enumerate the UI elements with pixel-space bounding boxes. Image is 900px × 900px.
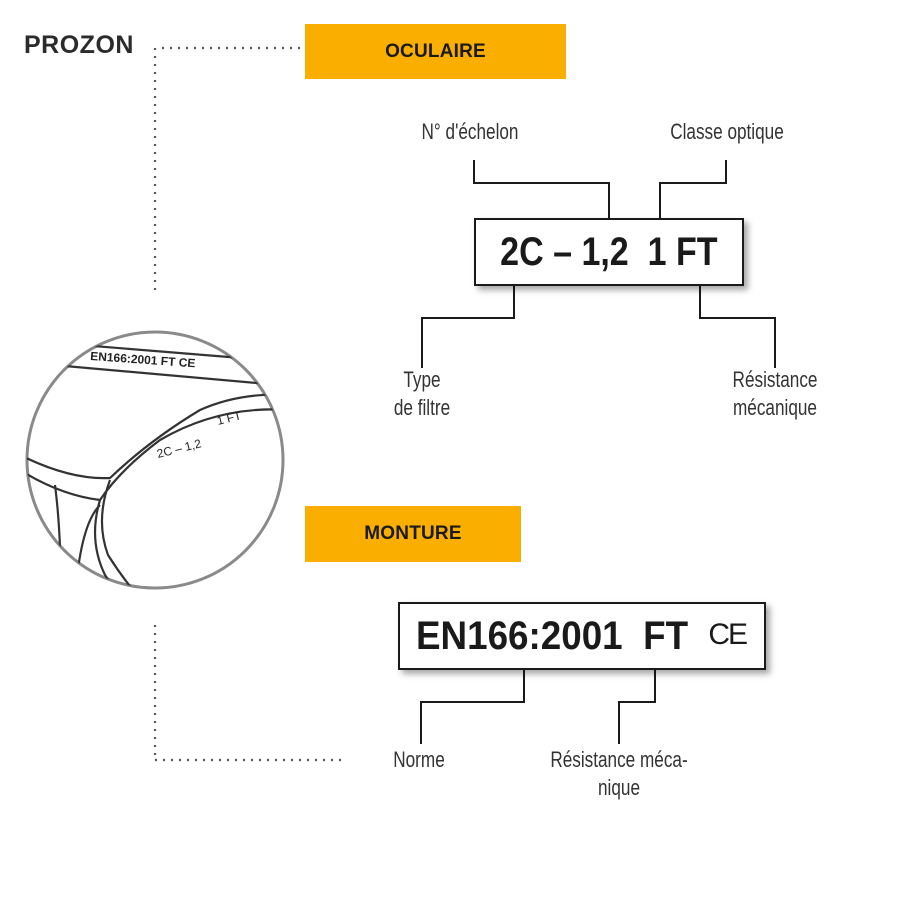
connector-filter-type [421,282,515,368]
frame-marking-box: EN166:2001 FT CE [398,602,766,670]
lens-top-curve [27,393,283,480]
frame-marking-code: EN166:2001 FT [416,613,689,658]
lens-inner-curve [27,408,283,502]
connector-step-number [473,160,610,222]
label-mechanical-line1: Résistance [732,367,818,392]
lens-marking-right: 1 FT [215,408,243,428]
ce-mark: CE [708,618,748,651]
ocular-connectors [421,160,776,368]
label-mechanical-line2: mécanique [733,395,817,420]
magnifier-circle [25,330,285,590]
connector-optical-class [659,160,727,222]
label-filter-type-line1: Type [403,367,441,392]
label-step-number: N° d'échelon [421,119,519,144]
nose-bridge-right-inner [93,499,151,588]
ocular-banner-label: OCULAIRE [385,40,486,62]
label-standard: Norme [393,747,445,772]
connector-standard [420,668,525,744]
label-frame-mechanical: Résistance méca- nique [546,746,693,802]
ocular-marking-code: 2C – 1,2 1 FT [500,229,718,274]
prozon-logo: PROZON [24,31,134,59]
label-frame-mechanical-line1: Résistance méca- [550,747,688,772]
label-mechanical: Résistance mécanique [729,366,821,422]
frame-connectors [420,668,656,744]
connector-mechanical [699,282,776,368]
dotted-leaders [153,46,345,762]
connector-frame-mechanical [618,668,656,744]
ocular-marking-box: 2C – 1,2 1 FT [474,218,744,286]
label-filter-type: Type de filtre [383,366,461,422]
label-optical-class: Classe optique [670,119,784,144]
ocular-banner: OCULAIRE [305,24,566,79]
frame-banner-label: MONTURE [364,523,462,544]
nose-bridge-right [100,479,161,588]
label-filter-type-line2: de filtre [393,395,451,420]
frame-banner: MONTURE [305,506,521,562]
label-frame-mechanical-line2: nique [598,775,640,800]
